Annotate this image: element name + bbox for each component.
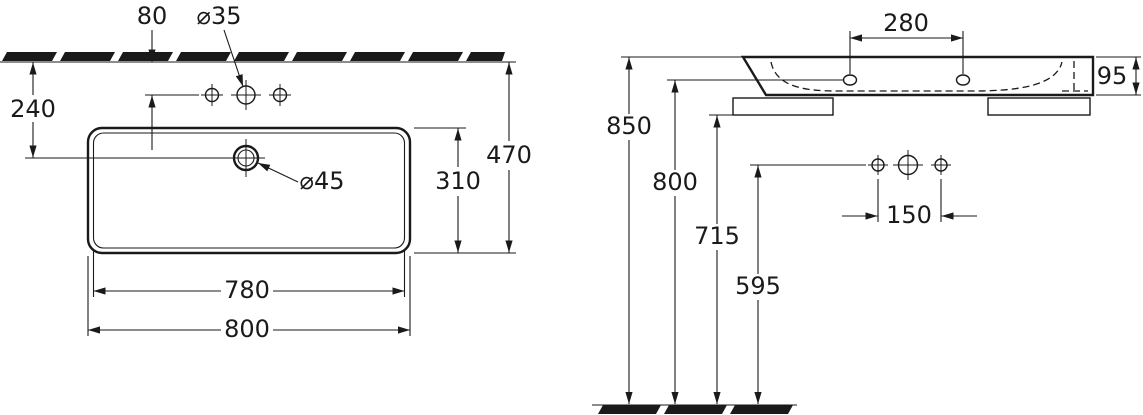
leader-d35 <box>223 29 244 87</box>
fixing-hole-right <box>931 155 951 175</box>
dim-drain-diameter: ⌀45 <box>257 162 345 195</box>
dim-total-depth: 470 <box>414 62 532 254</box>
dim-label-715: 715 <box>694 222 740 250</box>
deck-hole-right <box>955 74 971 86</box>
wall-hatch-band <box>0 52 516 63</box>
fixing-hole-center <box>893 150 923 180</box>
dim-label-850: 850 <box>606 112 652 140</box>
dim-tap-setback: 80 <box>137 2 199 150</box>
overflow-hidden-line <box>1062 61 1088 92</box>
tap-hole-center <box>231 80 261 110</box>
dim-label-240: 240 <box>10 95 56 123</box>
side-view: 280 95 850 800 715 <box>592 9 1141 414</box>
bracket-left-hatch <box>732 97 834 116</box>
dim-inner-width: 780 <box>92 251 406 304</box>
dim-label-d45: ⌀45 <box>300 167 345 195</box>
dim-label-80: 80 <box>137 2 168 30</box>
dim-label-470: 470 <box>486 141 532 169</box>
basin-inner-rim <box>92 132 406 249</box>
dim-label-150: 150 <box>886 201 932 229</box>
basin-outline <box>86 126 412 255</box>
floor-hatch-band <box>592 404 797 414</box>
dim-label-d35: ⌀35 <box>197 2 242 30</box>
dim-label-280: 280 <box>883 9 929 37</box>
bracket-right-hatch <box>987 97 1091 116</box>
dim-height-underside: 715 <box>694 114 740 404</box>
dim-label-780: 780 <box>224 276 270 304</box>
drain-hole <box>227 139 265 177</box>
tap-hole-left <box>201 84 223 106</box>
dim-bolt-spacing: 150 <box>842 179 977 229</box>
fixing-hole-left <box>868 155 888 175</box>
dim-label-800-plan: 800 <box>224 315 270 343</box>
dim-label-310: 310 <box>435 167 481 195</box>
basin-profile <box>740 55 1095 97</box>
dim-inner-depth: 310 <box>414 127 481 253</box>
dim-label-95: 95 <box>1097 62 1128 90</box>
dim-height-holes: 800 <box>652 79 843 404</box>
dim-label-595: 595 <box>735 272 781 300</box>
dim-tap-diameter: ⌀35 <box>197 2 244 87</box>
bowl-hidden-line <box>770 61 1063 92</box>
deck-hole-left <box>842 74 858 86</box>
dim-hole-spacing: 280 <box>849 9 964 74</box>
dim-drain-setback: 240 <box>10 62 232 159</box>
tap-hole-right <box>269 84 291 106</box>
dim-rim-height: 95 <box>1096 56 1141 96</box>
leader-d45 <box>257 162 299 183</box>
dim-label-800-side: 800 <box>652 168 698 196</box>
dim-height-fixing: 595 <box>735 164 866 404</box>
plan-view: 80 ⌀35 240 ⌀45 310 <box>0 2 532 343</box>
dim-height-total: 850 <box>606 56 744 404</box>
dim-total-width: 800 <box>87 256 411 343</box>
